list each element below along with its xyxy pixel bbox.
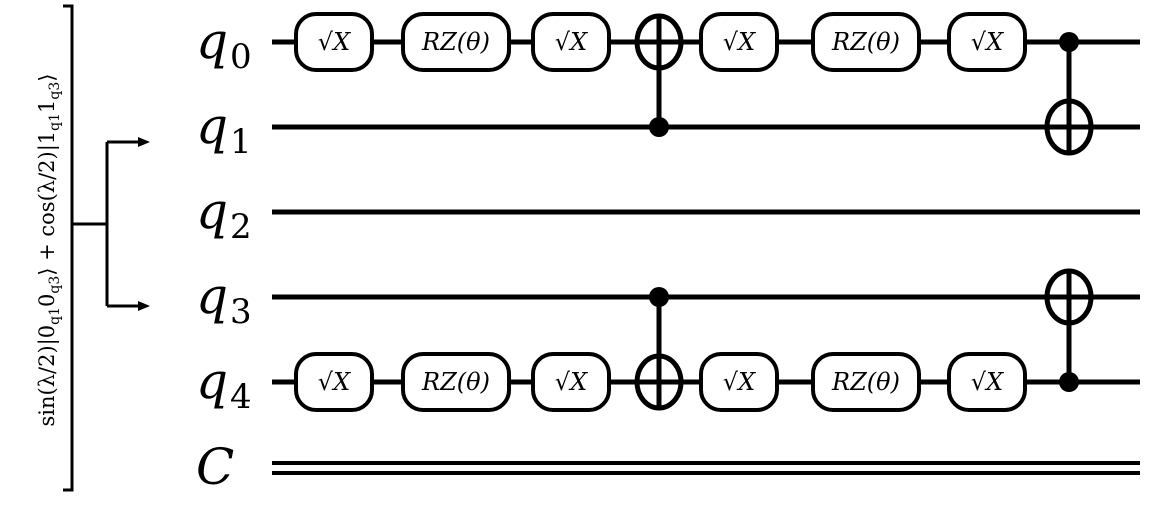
sqrt-x-gate-q0-step0: √X [294, 12, 374, 72]
prep-arrow-q1 [107, 137, 150, 147]
gate-label: √X [318, 28, 351, 56]
rz-gate-q4-step1: RZ(θ) [401, 352, 511, 412]
gate-label: RZ(θ) [421, 28, 490, 56]
wire-label-q3: q3 [196, 267, 252, 332]
gate-label: √X [971, 368, 1004, 396]
sqrt-x-gate-q0-step2: √X [531, 12, 611, 72]
cnot-gate-q1-q0 [634, 13, 684, 137]
control-dot [1059, 372, 1079, 392]
cnot-gate-q3-q4 [634, 287, 684, 411]
target-xor [1044, 268, 1094, 326]
target-xor [1044, 98, 1094, 156]
gate-label: √X [555, 368, 588, 396]
circuit-operations: √X RZ(θ) √X √X RZ(θ) √X √X RZ(θ) √X √X RZ(θ) √X [294, 12, 1094, 412]
control-dot [649, 117, 669, 137]
sqrt-x-gate-q0-step4: √X [699, 12, 779, 72]
gate-label: RZ(θ) [831, 28, 900, 56]
control-dot [1059, 32, 1079, 52]
gate-label: √X [971, 28, 1004, 56]
cnot-gate-q0-q1 [1044, 32, 1094, 156]
gate-label: √X [318, 368, 351, 396]
wire-label-q1: q1 [196, 97, 252, 162]
state-prep-bracket: sin(λ/2)|0q10q3⟩ + cos(λ/2)|1q11q3⟩ [35, 4, 150, 492]
sqrt-x-gate-q4-step2: √X [531, 352, 611, 412]
rz-gate-q4-step5: RZ(θ) [811, 352, 921, 412]
state-prep-label: sin(λ/2)|0q10q3⟩ + cos(λ/2)|1q11q3⟩ [35, 74, 63, 427]
cnot-gate-q4-q3 [1044, 268, 1094, 392]
state-preparation: sin(λ/2)|0q10q3⟩ + cos(λ/2)|1q11q3⟩ [35, 4, 150, 492]
wire-label-c: C [196, 438, 234, 496]
classical-wire-c [272, 461, 1140, 475]
sqrt-x-gate-q0-step6: √X [947, 12, 1027, 72]
gate-label: √X [723, 368, 756, 396]
gate-label: √X [555, 28, 588, 56]
rz-gate-q0-step1: RZ(θ) [401, 12, 511, 72]
wire-label-q2: q2 [196, 182, 252, 247]
gate-label: √X [723, 28, 756, 56]
prep-arrow-q3 [107, 301, 150, 311]
sqrt-x-gate-q4-step0: √X [294, 352, 374, 412]
control-dot [649, 287, 669, 307]
target-xor [634, 353, 684, 411]
wire-labels: q0 q1 q2 q3 q4C [196, 12, 252, 496]
gate-label: RZ(θ) [421, 368, 490, 396]
rz-gate-q0-step5: RZ(θ) [811, 12, 921, 72]
wire-label-q4: q4 [196, 352, 252, 417]
wire-label-q0: q0 [196, 12, 252, 77]
sqrt-x-gate-q4-step6: √X [947, 352, 1027, 412]
target-xor [634, 13, 684, 71]
gate-label: RZ(θ) [831, 368, 900, 396]
sqrt-x-gate-q4-step4: √X [699, 352, 779, 412]
